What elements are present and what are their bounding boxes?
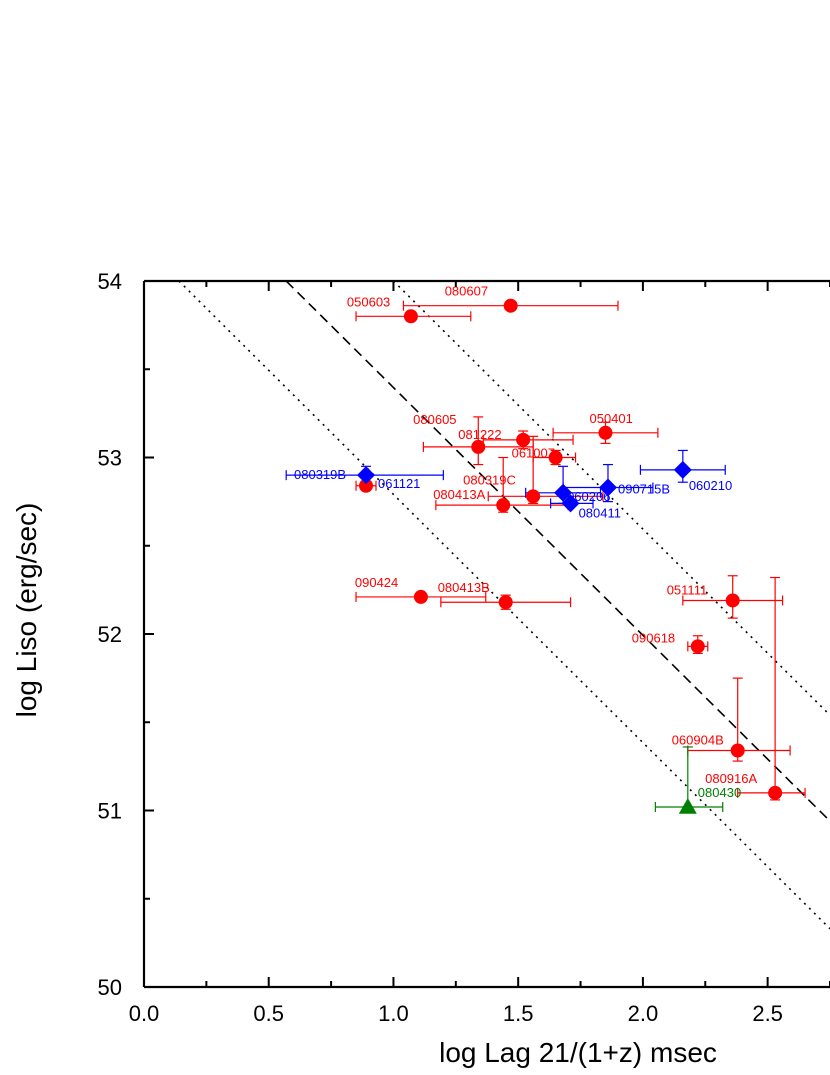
point-label: 050603 <box>347 294 390 309</box>
point-label: 080607 <box>445 284 488 299</box>
data-point-triangle <box>678 797 697 814</box>
point-label: 061007 <box>512 446 555 461</box>
y-tick-label: 51 <box>98 799 122 824</box>
point-label: 060904B <box>672 732 724 747</box>
data-point-circle <box>503 298 518 313</box>
point-label: 081222 <box>458 427 501 442</box>
point-label: 080413B <box>438 580 490 595</box>
data-point-diamond <box>673 460 692 479</box>
data-point-circle <box>730 743 745 758</box>
x-axis-title: log Lag 21/(1+z) msec <box>439 1037 717 1068</box>
data-point-circle <box>725 593 740 608</box>
x-tick-label: 1.0 <box>378 1001 409 1026</box>
data-point-circle <box>413 589 428 604</box>
point-label: 090424 <box>355 575 398 590</box>
y-tick-label: 50 <box>98 975 122 1000</box>
error-bars <box>285 300 806 812</box>
data-point-circle <box>403 309 418 324</box>
point-label: 080916A <box>705 771 757 786</box>
point-label: 060210 <box>689 478 732 493</box>
data-point-circle <box>496 498 511 513</box>
data-point-circle <box>690 639 705 654</box>
point-label: 090715B <box>618 482 670 497</box>
y-tick-label: 54 <box>98 269 122 294</box>
axes <box>142 279 830 989</box>
point-label: 050401 <box>589 411 632 426</box>
y-tick-label: 53 <box>98 446 122 471</box>
point-label: 080413A <box>433 487 485 502</box>
point-label: 061121 <box>378 476 420 491</box>
x-tick-label: 1.5 <box>503 1001 534 1026</box>
point-label: 080319C <box>463 472 516 487</box>
data-point-diamond <box>561 494 580 513</box>
data-point-circle <box>471 439 486 454</box>
data-point-circle <box>498 595 513 610</box>
point-label: 080605 <box>413 412 456 427</box>
x-tick-label: 0.0 <box>129 1001 160 1026</box>
point-label: 080319B <box>294 467 346 482</box>
data-point-circle <box>768 785 783 800</box>
y-axis-title: log Liso (erg/sec) <box>11 503 42 718</box>
data-point-circle <box>548 450 563 465</box>
point-label: 051111 <box>667 582 708 597</box>
point-label: 090618 <box>632 630 675 645</box>
x-tick-label: 2.5 <box>752 1001 783 1026</box>
data-point-diamond <box>357 466 376 485</box>
reference-line-dashed <box>285 281 830 822</box>
data-point-diamond <box>554 483 573 502</box>
x-tick-label: 0.5 <box>253 1001 284 1026</box>
data-point-diamond <box>598 478 617 497</box>
data-point-circle <box>359 478 374 493</box>
data-markers <box>357 298 783 814</box>
point-label: 080430 <box>698 785 741 800</box>
data-point-circle <box>598 425 613 440</box>
data-point-circle <box>516 432 531 447</box>
y-tick-label: 52 <box>98 622 122 647</box>
x-tick-label: 2.0 <box>628 1001 659 1026</box>
point-label: 060206 <box>567 489 610 504</box>
point-label: 080411 <box>579 505 621 520</box>
tick-labels: 0.0 0.5 1.0 1.5 2.0 2.5 50 51 52 53 54 <box>98 269 783 1026</box>
data-point-circle <box>526 489 541 504</box>
